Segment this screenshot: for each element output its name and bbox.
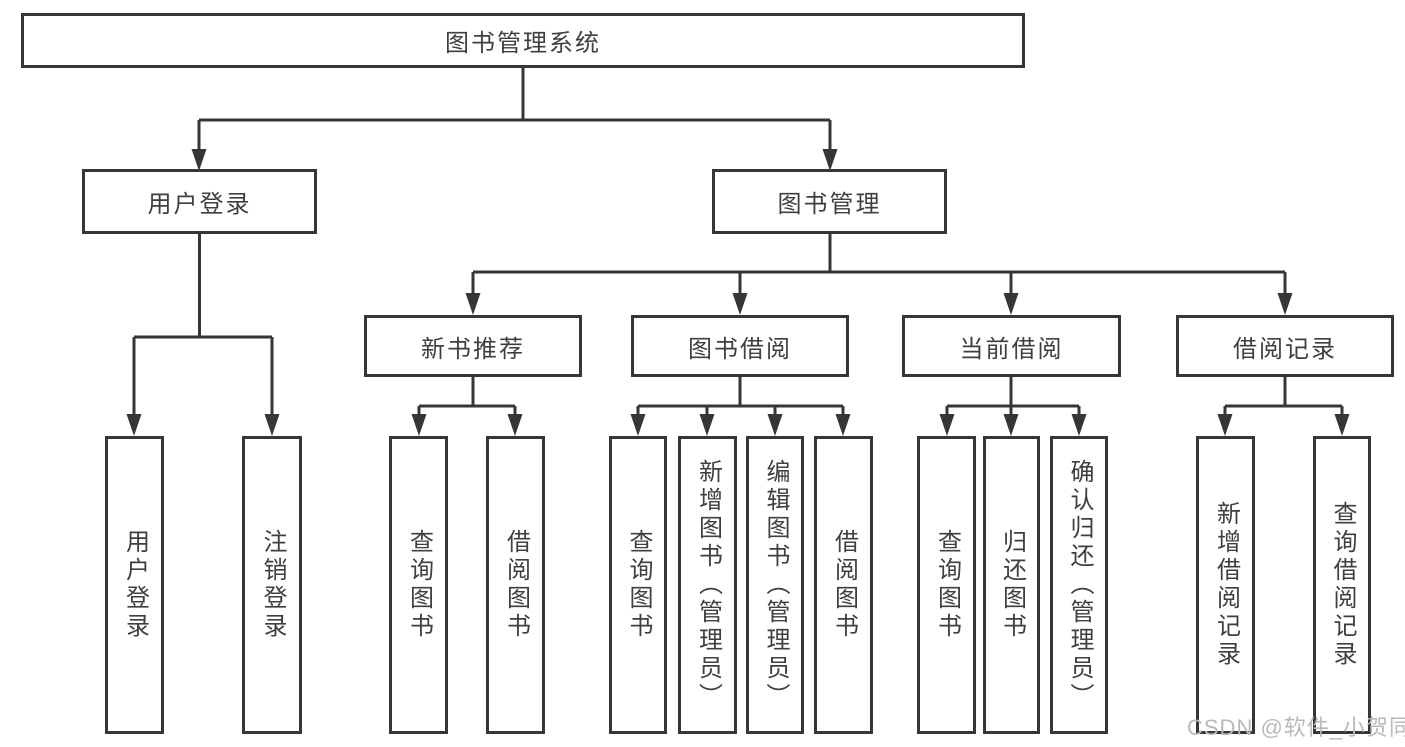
node-new-book-recommend: 新书推荐 [364, 315, 582, 377]
node-book-borrowing: 图书借阅 [631, 315, 849, 377]
leaf-logout: 注销登录 [242, 436, 302, 734]
leaf-edit-books-admin: 编辑图书（管理员） [746, 436, 804, 734]
node-user-login: 用户登录 [82, 169, 317, 234]
leaf-query-books-borrowing: 查询图书 [609, 436, 667, 734]
connector-lines [132, 68, 1344, 416]
leaf-query-borrow-record: 查询借阅记录 [1313, 436, 1371, 734]
leaf-user-login: 用户登录 [105, 436, 164, 734]
leaf-query-books-recommend: 查询图书 [389, 436, 448, 734]
leaf-confirm-return-admin: 确认归还（管理员） [1050, 436, 1108, 734]
node-library-management-system: 图书管理系统 [21, 13, 1025, 68]
leaf-borrow-books-borrowing: 借阅图书 [814, 436, 873, 734]
leaf-borrow-books-recommend: 借阅图书 [486, 436, 545, 734]
node-borrowing-records: 借阅记录 [1176, 315, 1394, 377]
node-current-borrowing: 当前借阅 [902, 315, 1121, 377]
node-book-management: 图书管理 [712, 169, 947, 234]
csdn-watermark: CSDN @软件_小贺同学 [1187, 715, 1405, 740]
leaf-add-books-admin: 新增图书（管理员） [678, 436, 737, 734]
leaf-return-books: 归还图书 [983, 436, 1040, 734]
leaf-add-borrow-record: 新增借阅记录 [1196, 436, 1255, 734]
leaf-query-books-current: 查询图书 [917, 436, 976, 734]
